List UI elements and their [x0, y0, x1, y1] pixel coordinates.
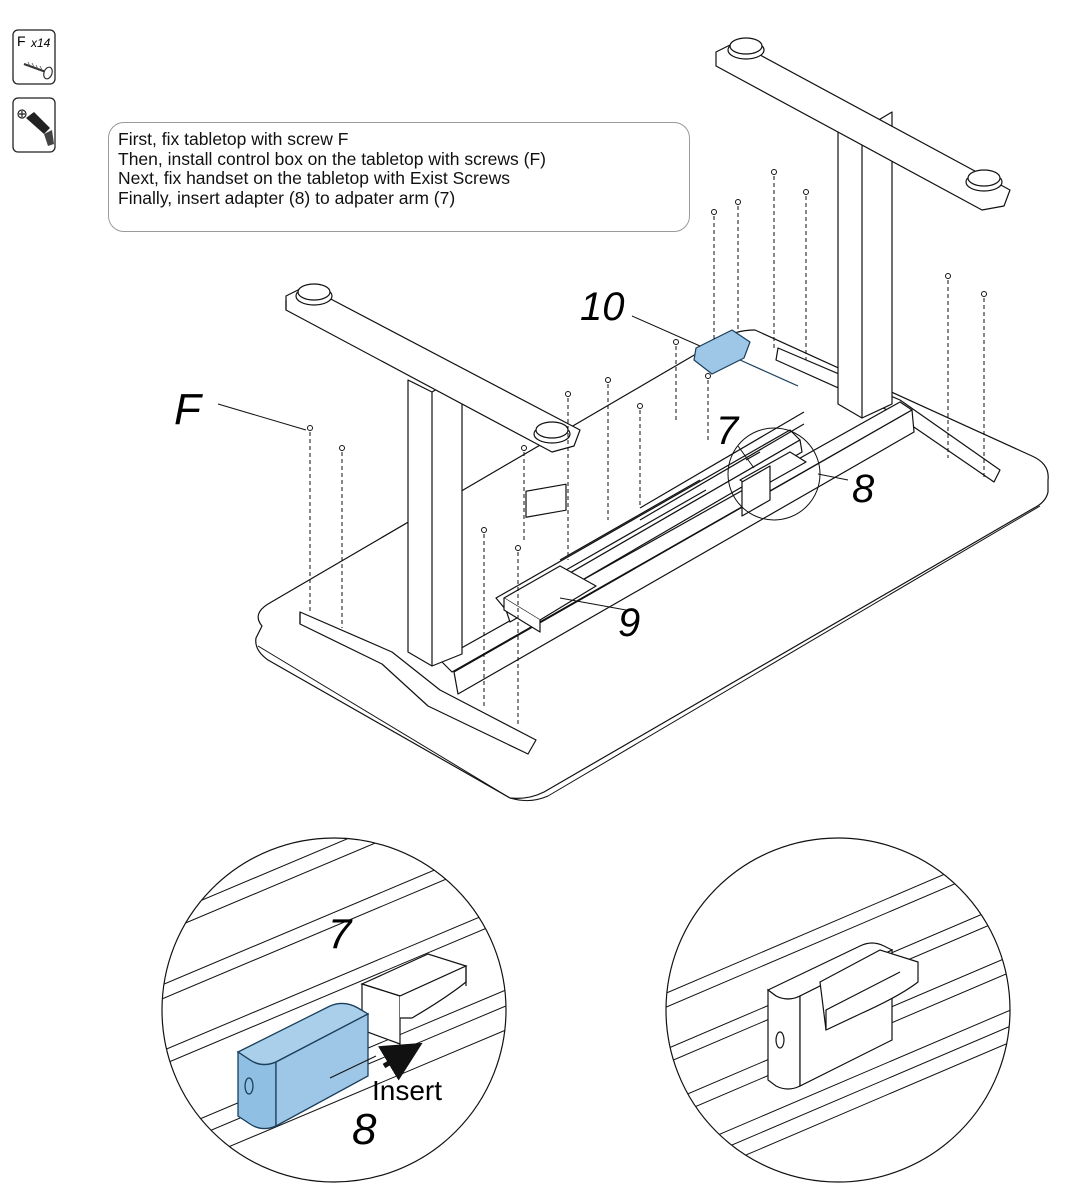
instruction-step-1: First, fix tabletop with screw F	[118, 129, 349, 149]
instruction-step-3: Next, fix handset on the tabletop with E…	[118, 168, 510, 188]
adapter-small	[741, 465, 771, 517]
main-assembly-view	[255, 37, 1049, 802]
screw-part-card: F x14	[12, 29, 56, 85]
callout-leaders	[217, 315, 849, 611]
callout-screw-f: F	[174, 385, 203, 434]
callout-adapter-arm: 7	[716, 409, 740, 453]
screw-quantity: x14	[30, 36, 51, 50]
detail-before-adapter-label: 8	[352, 1105, 377, 1154]
detail-before-arm-label: 7	[328, 910, 353, 957]
tool-card	[12, 97, 56, 153]
instruction-box	[108, 122, 690, 232]
right-foot-lower	[775, 347, 1001, 483]
insert-label: Insert	[372, 1075, 442, 1106]
instruction-list: First, fix tabletop with screw F Then, i…	[118, 129, 688, 208]
handset	[693, 329, 751, 375]
screw-letter: F	[17, 33, 26, 49]
detail-installed-adapter	[766, 942, 919, 1090]
left-column	[407, 373, 463, 667]
instruction-step-2: Then, install control box on the tableto…	[118, 148, 546, 169]
detail-adapter-highlight	[236, 1002, 370, 1130]
screw-guides	[309, 176, 985, 726]
detail-before: 7 Insert 8	[161, 837, 507, 1183]
screwdriver-icon	[17, 109, 54, 146]
callout-handset: 10	[580, 285, 625, 329]
insert-arrow	[377, 1042, 423, 1081]
right-column	[837, 111, 893, 419]
callout-adapter: 8	[852, 467, 875, 511]
screw-icon	[23, 61, 53, 80]
callout-control-box: 9	[618, 601, 640, 645]
left-foot-lower	[299, 611, 537, 755]
detail-after	[665, 837, 1011, 1183]
instruction-step-4: Finally, insert adapter (8) to adpater a…	[118, 187, 456, 208]
screw-heads	[307, 169, 987, 551]
